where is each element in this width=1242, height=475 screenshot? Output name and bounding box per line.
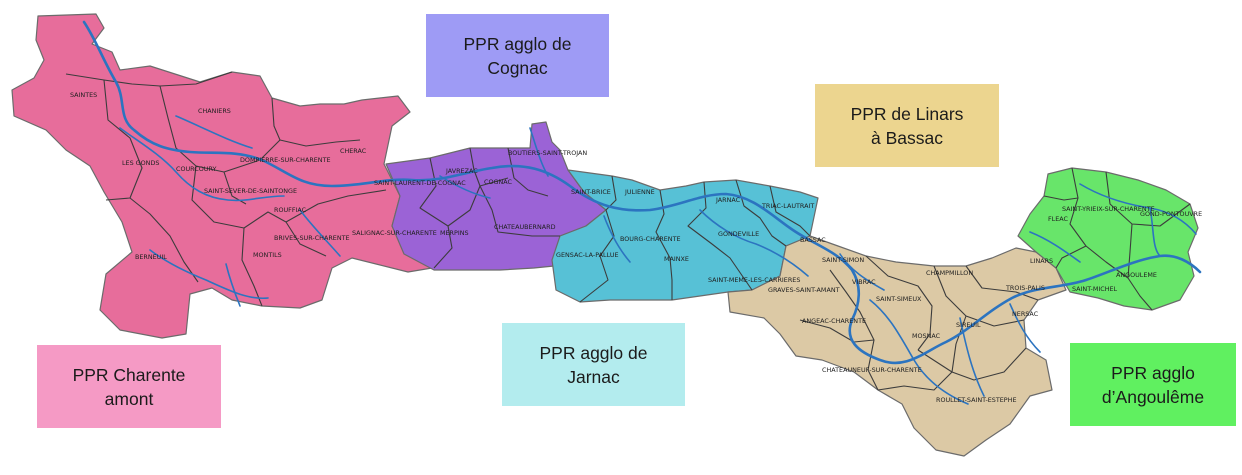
commune-salignac: SALIGNAC-SUR-CHARENTE <box>352 229 437 237</box>
commune-javrezac: JAVREZAC <box>445 167 478 175</box>
commune-bourg-charente: BOURG-CHARENTE <box>620 235 681 243</box>
commune-les-gonds: LES GONDS <box>122 159 159 167</box>
commune-montils: MONTILS <box>253 251 282 259</box>
commune-saint-laurent: SAINT-LAURENT-DE-COGNAC <box>374 179 466 187</box>
legend-ppr-jarnac: PPR agglo de Jarnac <box>502 323 685 406</box>
commune-chaniers: CHANIERS <box>198 107 231 115</box>
commune-brives: BRIVES-SUR-CHARENTE <box>274 234 350 242</box>
commune-champmillon: CHAMPMILLON <box>926 269 973 277</box>
commune-angeac: ANGEAC-CHARENTE <box>802 317 866 325</box>
commune-chateaubernard: CHATEAUBERNARD <box>494 223 556 231</box>
commune-nersac: NERSAC <box>1012 310 1039 318</box>
legend-ppr-charente-amont-label: PPR Charente amont <box>72 364 186 409</box>
legend-ppr-cognac: PPR agglo de Cognac <box>426 14 609 97</box>
commune-angouleme: ANGOULEME <box>1116 271 1157 279</box>
commune-saint-sever: SAINT-SEVER-DE-SAINTONGE <box>204 187 297 195</box>
legend-ppr-angouleme: PPR agglo d’Angoulême <box>1070 343 1236 426</box>
commune-labels: SAINTES CHANIERS LES GONDS COURCOURY DOM… <box>70 91 1202 404</box>
commune-graves: GRAVES-SAINT-AMANT <box>768 286 840 294</box>
commune-mainxe: MAINXE <box>664 255 689 263</box>
legend-ppr-linars-bassac-label: PPR de Linars à Bassac <box>850 103 964 148</box>
river-charente <box>82 20 1202 405</box>
commune-chateauneuf: CHATEAUNEUF-SUR-CHARENTE <box>822 366 922 374</box>
commune-jarnac: JARNAC <box>715 196 741 204</box>
commune-dompierre: DOMPIERRE-SUR-CHARENTE <box>240 156 331 164</box>
commune-vibrac: VIBRAC <box>852 278 876 286</box>
legend-ppr-jarnac-label: PPR agglo de Jarnac <box>539 342 648 387</box>
commune-julienne: JULIENNE <box>624 188 655 196</box>
commune-saint-brice: SAINT-BRICE <box>571 188 611 196</box>
commune-cognac: COGNAC <box>484 178 512 186</box>
commune-merpins: MERPINS <box>440 229 469 237</box>
commune-boundaries <box>65 71 1191 391</box>
commune-saint-michel: SAINT-MICHEL <box>1072 285 1118 293</box>
commune-boutiers: BOUTIERS-SAINT-TROJAN <box>508 149 587 157</box>
commune-saint-meme: SAINT-MEME-LES-CARRIERES <box>708 276 800 284</box>
zone-charente-amont <box>11 13 433 339</box>
commune-roullet: ROULLET-SAINT-ESTEPHE <box>936 396 1017 404</box>
commune-triac: TRIAC-LAUTRAIT <box>761 202 814 210</box>
commune-courcoury: COURCOURY <box>176 165 216 173</box>
commune-fleac: FLEAC <box>1048 215 1069 223</box>
commune-rouffiac: ROUFFIAC <box>274 206 307 214</box>
commune-trois-palis: TROIS-PALIS <box>1005 284 1045 292</box>
commune-saintes: SAINTES <box>70 91 97 99</box>
commune-bassac: BASSAC <box>800 236 826 244</box>
commune-sireuil: SIREUIL <box>956 321 981 329</box>
commune-gondeville: GONDEVILLE <box>718 230 759 238</box>
zone-angouleme <box>1017 167 1199 311</box>
commune-cherac: CHERAC <box>340 147 367 155</box>
legend-ppr-charente-amont: PPR Charente amont <box>37 345 221 428</box>
commune-saint-simon: SAINT-SIMON <box>822 256 864 264</box>
legend-ppr-angouleme-label: PPR agglo d’Angoulême <box>1101 362 1205 407</box>
commune-berneuil: BERNEUIL <box>135 253 167 261</box>
commune-saint-yrieix: SAINT-YRIEIX-SUR-CHARENTE <box>1062 205 1155 213</box>
legend-ppr-linars-bassac: PPR de Linars à Bassac <box>815 84 999 167</box>
commune-gond-pontouvre: GOND-PONTOUVRE <box>1140 210 1202 218</box>
commune-linars: LINARS <box>1030 257 1053 265</box>
commune-gensac: GENSAC-LA-PALLUE <box>556 251 619 259</box>
commune-saint-simeux: SAINT-SIMEUX <box>876 295 922 303</box>
zone-linars-bassac <box>727 235 1067 457</box>
commune-mosnac: MOSNAC <box>912 332 941 340</box>
legend-ppr-cognac-label: PPR agglo de Cognac <box>463 33 572 78</box>
